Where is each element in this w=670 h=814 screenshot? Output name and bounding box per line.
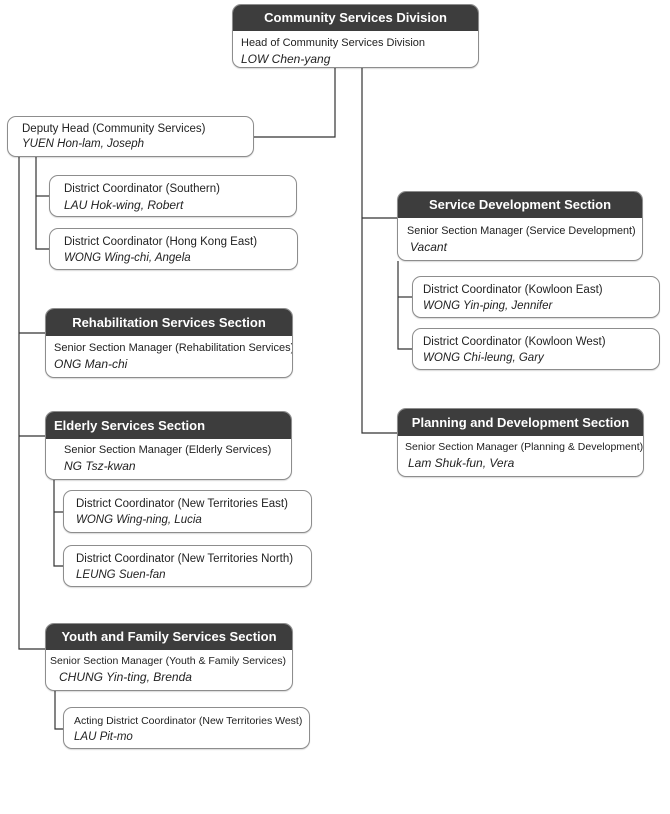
rehab-section-manager-name: ONG Man-chi	[54, 357, 128, 371]
connector-elderly-coordinators	[53, 480, 63, 567]
coordinator-kowloon-west-role: District Coordinator (Kowloon West)	[423, 336, 606, 348]
connector-youth-nt-west	[54, 691, 63, 730]
youth-section-role: Senior Section Manager (Youth & Family S…	[50, 655, 286, 667]
coordinator-southern-name: LAU Hok-wing, Robert	[64, 198, 184, 212]
youth-section-manager-name: CHUNG Yin-ting, Brenda	[59, 670, 192, 684]
coordinator-southern-box: District Coordinator (Southern) LAU Hok-…	[49, 175, 297, 217]
connector-deputy-coordinators	[35, 157, 49, 250]
coordinator-kowloon-east-name: WONG Yin-ping, Jennifer	[423, 300, 553, 312]
connector-service-dev-coordinators	[397, 261, 412, 350]
service-dev-section-role: Senior Section Manager (Service Developm…	[407, 225, 636, 237]
youth-section-box: Youth and Family Services Section Senior…	[45, 623, 293, 691]
service-dev-section-title: Service Development Section	[398, 192, 642, 218]
planning-section-title: Planning and Development Section	[398, 409, 643, 436]
connector-left-trunk	[18, 157, 45, 650]
planning-section-role: Senior Section Manager (Planning & Devel…	[405, 441, 644, 453]
coordinator-nt-north-box: District Coordinator (New Territories No…	[63, 545, 312, 587]
coordinator-hk-east-name: WONG Wing-chi, Angela	[64, 252, 191, 264]
planning-section-manager-name: Lam Shuk-fun, Vera	[408, 456, 515, 470]
coordinator-hk-east-box: District Coordinator (Hong Kong East) WO…	[49, 228, 298, 270]
service-dev-section-box: Service Development Section Senior Secti…	[397, 191, 643, 261]
elderly-section-role: Senior Section Manager (Elderly Services…	[64, 444, 272, 456]
planning-section-box: Planning and Development Section Senior …	[397, 408, 644, 477]
service-dev-section-manager-name: Vacant	[410, 240, 447, 254]
rehab-section-role: Senior Section Manager (Rehabilitation S…	[54, 342, 293, 354]
coordinator-kowloon-east-role: District Coordinator (Kowloon East)	[423, 284, 603, 296]
elderly-section-box: Elderly Services Section Senior Section …	[45, 411, 292, 480]
coordinator-nt-east-box: District Coordinator (New Territories Ea…	[63, 490, 312, 533]
connector-division-right	[361, 68, 397, 434]
coordinator-kowloon-east-box: District Coordinator (Kowloon East) WONG…	[412, 276, 660, 318]
elderly-section-manager-name: NG Tsz-kwan	[64, 459, 136, 473]
division-role: Head of Community Services Division	[241, 37, 426, 49]
coordinator-nt-west-role: Acting District Coordinator (New Territo…	[74, 715, 303, 727]
connector-division-deputy	[253, 68, 336, 138]
coordinator-hk-east-role: District Coordinator (Hong Kong East)	[64, 236, 258, 248]
division-title: Community Services Division	[233, 5, 478, 31]
coordinator-nt-east-role: District Coordinator (New Territories Ea…	[76, 498, 288, 510]
deputy-head-role: Deputy Head (Community Services)	[22, 123, 206, 135]
coordinator-nt-north-name: LEUNG Suen-fan	[76, 569, 166, 581]
coordinator-nt-west-box: Acting District Coordinator (New Territo…	[63, 707, 310, 749]
deputy-head-name: YUEN Hon-lam, Joseph	[22, 138, 145, 150]
coordinator-kowloon-west-box: District Coordinator (Kowloon West) WONG…	[412, 328, 660, 370]
division-box: Community Services Division Head of Comm…	[232, 4, 479, 68]
coordinator-kowloon-west-name: WONG Chi-leung, Gary	[423, 352, 544, 364]
coordinator-nt-east-name: WONG Wing-ning, Lucia	[76, 514, 202, 526]
division-head-name: LOW Chen-yang	[241, 52, 331, 66]
rehab-section-box: Rehabilitation Services Section Senior S…	[45, 308, 293, 378]
rehab-section-title: Rehabilitation Services Section	[46, 309, 292, 336]
coordinator-nt-west-name: LAU Pit-mo	[74, 731, 133, 743]
coordinator-nt-north-role: District Coordinator (New Territories No…	[76, 553, 294, 565]
deputy-head-box: Deputy Head (Community Services) YUEN Ho…	[7, 116, 254, 157]
youth-section-title: Youth and Family Services Section	[46, 624, 292, 650]
elderly-section-title: Elderly Services Section	[46, 412, 291, 439]
coordinator-southern-role: District Coordinator (Southern)	[64, 183, 220, 195]
